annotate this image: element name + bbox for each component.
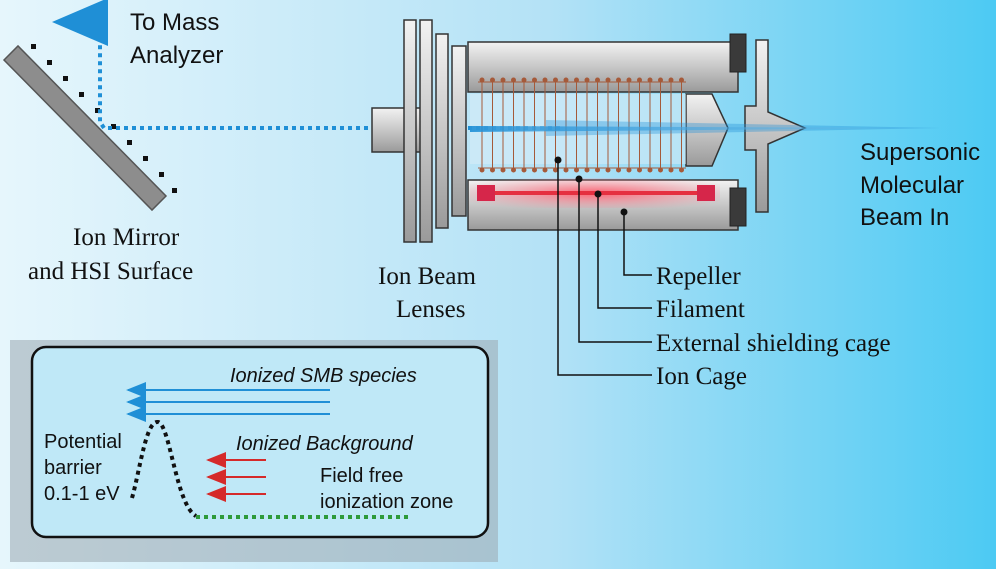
smb-arrows [126, 382, 330, 422]
cage-wire-node [574, 77, 579, 83]
cage-wire-node [647, 167, 653, 173]
cage-wire-node [668, 167, 674, 173]
cage-wire-node [574, 167, 579, 173]
label-ion-beam-lenses: Ion Beam Lenses [378, 263, 482, 323]
cage-wire-node [637, 167, 642, 173]
cage-wire-node [511, 167, 516, 173]
label-supersonic-beam: Supersonic Molecular Beam In [860, 139, 987, 231]
label-filament: Filament [656, 296, 745, 323]
label-external-shielding-cage: External shielding cage [656, 330, 891, 357]
beam-path-to-analyzer [52, 0, 560, 130]
label-ion-mirror: Ion Mirror and HSI Surface [28, 224, 193, 285]
leader-lines [557, 160, 652, 376]
cage-wire-node [563, 167, 569, 173]
cage-wire-node [532, 167, 537, 173]
cage-wire-node [553, 167, 558, 173]
supersonic-beam [470, 126, 940, 132]
cage-wire-node [584, 167, 590, 173]
cage-wire-node [616, 77, 621, 83]
cage-wire-node [658, 167, 663, 173]
potential-barrier-curve [130, 420, 198, 518]
cage-wire-node [595, 77, 600, 83]
cage-wire-node [500, 167, 506, 173]
label-repeller: Repeller [656, 263, 741, 290]
cage-wire-node [500, 77, 506, 83]
cage-wire-node [490, 77, 495, 83]
cage-wire-node [532, 77, 537, 83]
label-to-mass-analyzer: To Mass Analyzer [130, 9, 226, 69]
cage-wire-node [511, 77, 516, 83]
cage-wire-node [679, 167, 684, 173]
background-arrows [206, 452, 266, 502]
cage-wire-node [616, 167, 621, 173]
cage-wire-node [595, 167, 600, 173]
cage-wire-node [637, 77, 642, 83]
cage-wire-node [521, 167, 527, 173]
cage-wire-node [584, 77, 590, 83]
label-field-free-zone: Field free ionization zone [320, 465, 453, 513]
cage-wire-node [479, 167, 485, 173]
hsi-surface-dots [31, 44, 177, 193]
cage-wire-node [626, 167, 632, 173]
cage-wire-node [479, 77, 485, 83]
label-ion-cage: Ion Cage [656, 363, 747, 390]
cage-wire-node [553, 77, 558, 83]
potential-inset: Ionized SMB species Ionized Background P… [10, 340, 498, 562]
ion-cage-grid [478, 77, 686, 173]
cage-wire-node [542, 77, 548, 83]
cage-wire-node [605, 167, 611, 173]
cage-wire-node [679, 77, 684, 83]
ion-mirror [2, 44, 177, 212]
label-ionized-smb-species: Ionized SMB species [230, 365, 417, 387]
cage-wire-node [542, 167, 548, 173]
cage-wire-node [626, 77, 632, 83]
cage-wire-node [490, 167, 495, 173]
label-potential-barrier: Potential barrier 0.1-1 eV [44, 431, 127, 505]
ion-beam-lenses [371, 19, 467, 243]
cage-wire-node [668, 77, 674, 83]
cage-wire-node [605, 77, 611, 83]
cage-wire-node [521, 77, 527, 83]
label-ionized-background: Ionized Background [236, 433, 414, 455]
cage-wire-node [658, 77, 663, 83]
cage-wire-node [563, 77, 569, 83]
cage-wire-node [647, 77, 653, 83]
